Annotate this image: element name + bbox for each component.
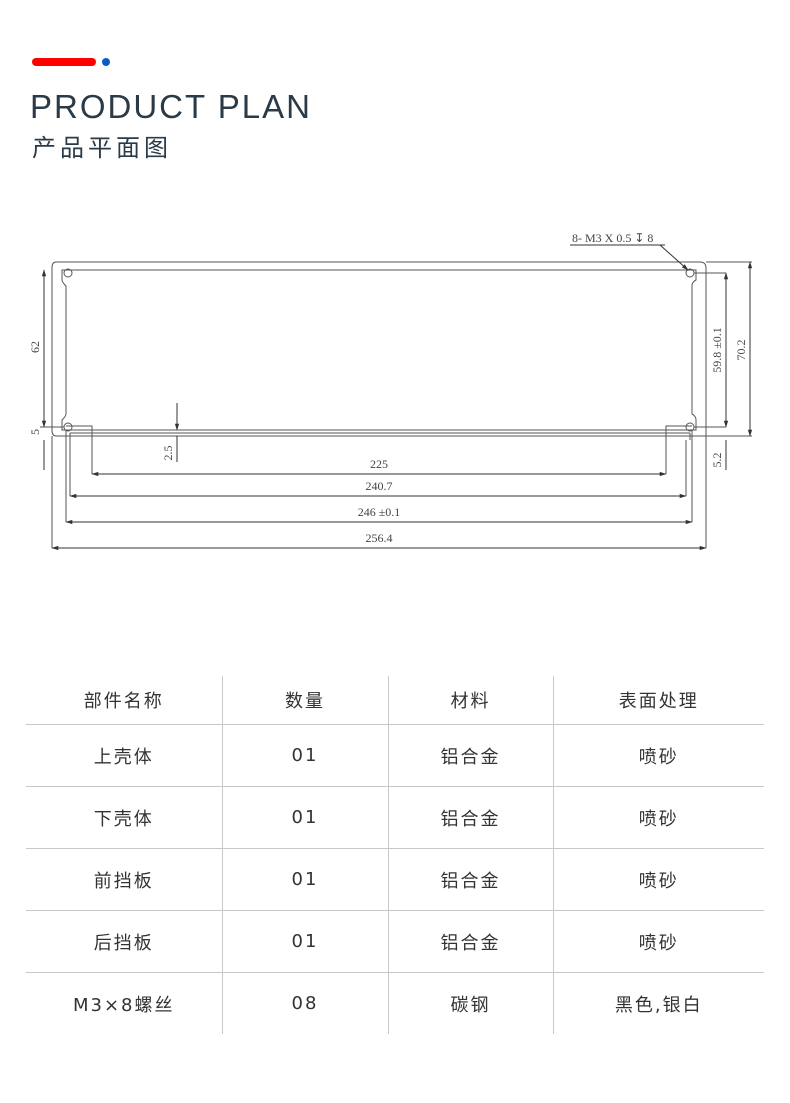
accent-bar [32, 58, 96, 66]
header-quantity: 数量 [221, 676, 388, 725]
table-row: 上壳体 01 铝合金 喷砂 [26, 724, 764, 787]
table-header-row: 部件名称 数量 材料 表面处理 [26, 676, 764, 725]
dim-240-7: 240.7 [366, 479, 393, 493]
cell-material: 铝合金 [387, 848, 553, 911]
cell-surface: 黑色,银白 [552, 972, 764, 1034]
cell-qty: 01 [221, 848, 388, 911]
dim-62: 62 [28, 341, 42, 353]
cell-part: 下壳体 [26, 786, 222, 849]
dim-225: 225 [370, 457, 388, 471]
cell-part: 后挡板 [26, 910, 222, 973]
cell-qty: 08 [221, 972, 388, 1034]
table-row: 后挡板 01 铝合金 喷砂 [26, 910, 764, 973]
cell-material: 铝合金 [387, 786, 553, 849]
dim-5-2: 5.2 [710, 453, 724, 468]
cell-surface: 喷砂 [552, 786, 764, 849]
outer-profile [51, 261, 707, 437]
cell-part: 前挡板 [26, 848, 222, 911]
cell-part: 上壳体 [26, 724, 222, 787]
table-row: M3×8螺丝 08 碳钢 黑色,银白 [26, 972, 764, 1034]
cell-surface: 喷砂 [552, 910, 764, 973]
dim-70-2: 70.2 [734, 340, 748, 361]
dim-256-4: 256.4 [366, 531, 393, 545]
product-plan-drawing: 8- M3 X 0.5 ↧ 8 225 240.7 246 ±0.1 256.4… [28, 231, 753, 551]
accent-dot [102, 58, 110, 66]
cell-qty: 01 [221, 786, 388, 849]
header-material: 材料 [387, 676, 553, 725]
cell-material: 铝合金 [387, 724, 553, 787]
table-row: 下壳体 01 铝合金 喷砂 [26, 786, 764, 849]
cell-qty: 01 [221, 724, 388, 787]
cell-material: 碳钢 [387, 972, 553, 1034]
page-title-en: PRODUCT PLAN [30, 88, 312, 125]
table-row: 前挡板 01 铝合金 喷砂 [26, 848, 764, 911]
cell-part: M3×8螺丝 [72, 994, 175, 1016]
callout-text: 8- M3 X 0.5 ↧ 8 [572, 231, 653, 245]
cell-material: 铝合金 [387, 910, 553, 973]
dim-59-8: 59.8 ±0.1 [710, 327, 724, 373]
parts-spec-table: 部件名称 数量 材料 表面处理 上壳体 01 铝合金 喷砂 下壳体 01 铝合金… [26, 676, 764, 1034]
page-title-cn: 产品平面图 [32, 134, 172, 162]
header-surface: 表面处理 [552, 676, 764, 725]
dim-2-5: 2.5 [161, 446, 175, 461]
cell-surface: 喷砂 [552, 848, 764, 911]
dim-5: 5 [28, 429, 42, 435]
cell-qty: 01 [221, 910, 388, 973]
cell-surface: 喷砂 [552, 724, 764, 787]
dim-246: 246 ±0.1 [358, 505, 401, 519]
header-part-name: 部件名称 [26, 676, 222, 725]
